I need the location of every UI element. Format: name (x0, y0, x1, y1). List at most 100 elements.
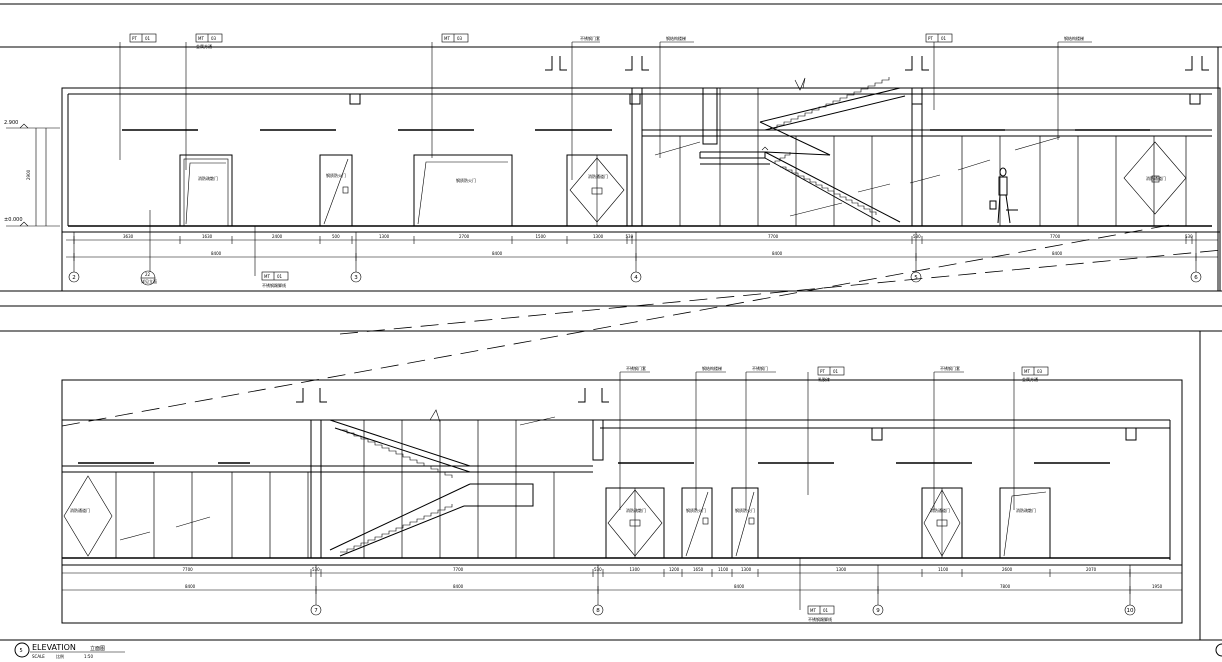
top-tag-3: MT 03 (441, 33, 469, 43)
tag-note: 乳胶漆 (818, 376, 830, 382)
tag-num: 01 (833, 369, 839, 374)
tag-note: 不锈钢门 (752, 365, 768, 371)
bottom-grid-markers: 7 8 9 10 (310, 565, 1136, 616)
bottom-tag-2: 钢结构楼梯 (696, 365, 726, 373)
tag-code: MT (198, 36, 204, 41)
top-leaders (119, 42, 1059, 276)
door-label: 消防通道门 (588, 173, 608, 179)
dim-text: 1300 (593, 234, 604, 239)
door-label: 消防通道门 (70, 507, 90, 513)
bottom-tag-1: 不锈钢门套 (620, 365, 650, 373)
tag-code: MT (810, 608, 816, 613)
dim-text: 7700 (183, 567, 194, 572)
bottom-door-2 (681, 487, 713, 559)
tag-note: 不锈钢踢脚线 (808, 616, 832, 622)
top-glazing (642, 88, 1212, 226)
top-door-4 (566, 154, 628, 227)
grid-label: 10 (1127, 608, 1134, 614)
ref-bottom: 详见立面 (141, 278, 157, 284)
bottom-door-4 (921, 487, 963, 559)
grid-bubble (872, 604, 884, 616)
grid-bubble (592, 604, 604, 616)
tag-num: 03 (1037, 369, 1043, 374)
top-ref-marker: 22 详见立面 (140, 270, 157, 286)
grid-bubble (310, 604, 322, 616)
door-label: 消防通道门 (930, 507, 950, 513)
height-dim-text: 2900 (26, 169, 31, 180)
dim-text: 8400 (734, 584, 745, 589)
grid-label: 9 (876, 608, 880, 614)
bottom-tag-5: 不锈钢门套 (934, 365, 964, 373)
dim-text: 8400 (772, 251, 783, 256)
scale-label-cn: 比例 (56, 653, 64, 659)
title-text-cn: 立面图 (90, 645, 105, 652)
top-staircase (699, 77, 906, 223)
bottom-tag-6: MT 03 金属方通 (1021, 366, 1049, 382)
door-label: 钢质防火门 (456, 177, 476, 183)
door-label: 消防通道门 (1146, 175, 1166, 181)
tag-num: 01 (941, 36, 947, 41)
dim-text: 7700 (1050, 234, 1061, 239)
dim-text: 2600 (1002, 567, 1013, 572)
tag-note: 金属方通 (196, 43, 212, 49)
dim-text: 2070 (1086, 567, 1097, 572)
tag-code: MT (444, 36, 450, 41)
dim-text: 530 (913, 234, 921, 239)
dim-text: 1300 (379, 234, 390, 239)
dim-text: 1300 (741, 567, 752, 572)
bottom-leaders (619, 372, 1015, 610)
dim-text: 530 (626, 234, 634, 239)
top-level-markers: 2.900 ±0.000 2900 (4, 120, 60, 227)
tag-code: PT (820, 369, 825, 374)
grid-label: 3 (354, 275, 358, 281)
tag-num: 01 (277, 274, 283, 279)
dim-text: 1100 (718, 567, 729, 572)
tag-note: 钢结构楼梯 (1064, 35, 1084, 41)
dim-text: 530 (1185, 234, 1193, 239)
tag-note: 钢结构楼梯 (702, 365, 722, 371)
dim-text: 3630 (123, 234, 134, 239)
grid-label: 7 (314, 608, 318, 614)
top-tag-4: 不锈钢门套 (572, 35, 600, 43)
tag-note: 不锈钢门套 (940, 365, 960, 371)
grid-label: 4 (634, 275, 638, 281)
bottom-bottom-tag: MT 01 不锈钢踢脚线 (807, 605, 835, 622)
top-door-2 (319, 154, 353, 227)
bottom-staircase (329, 409, 534, 557)
tag-code: PT (928, 36, 933, 41)
title-text: ELEVATION (32, 643, 76, 652)
grid-bubble (630, 271, 642, 283)
scale-label: SCALE (32, 654, 45, 659)
dim-text: 8400 (185, 584, 196, 589)
bottom-glazing (62, 416, 593, 558)
door-label: 消防疏散门 (1016, 507, 1036, 513)
door-label: 钢质防火门 (735, 507, 755, 513)
sheet-frame (0, 3, 1222, 641)
dim-text: 1950 (1152, 584, 1163, 589)
top-tag-6: PT 01 (925, 33, 953, 43)
tag-code: MT (1024, 369, 1030, 374)
tag-code: PT (132, 36, 137, 41)
grid-bubble (350, 271, 362, 283)
grid-label: 5 (914, 275, 918, 281)
grid-bubble (1124, 604, 1136, 616)
elev-upper-text: 2.900 (4, 120, 18, 126)
top-tag-2: MT 03 金属方通 (195, 33, 223, 49)
dim-text: 1200 (669, 567, 680, 572)
dim-text: 1630 (202, 234, 213, 239)
top-bottom-tag: MT 01 不锈钢踢脚线 (261, 271, 289, 288)
top-elevation: 2.900 ±0.000 2900 PT 01 MT 03 (4, 33, 1221, 292)
top-door-1 (179, 154, 233, 227)
dim-text: 8400 (492, 251, 503, 256)
dim-text: 7800 (1000, 584, 1011, 589)
elev-lower-text: ±0.000 (4, 217, 23, 223)
dim-text: 1300 (836, 567, 847, 572)
bottom-door-3 (731, 487, 759, 559)
next-sheet-circle (1215, 643, 1222, 657)
door-label: 消防疏散门 (626, 507, 646, 513)
grid-label: 8 (596, 608, 600, 614)
